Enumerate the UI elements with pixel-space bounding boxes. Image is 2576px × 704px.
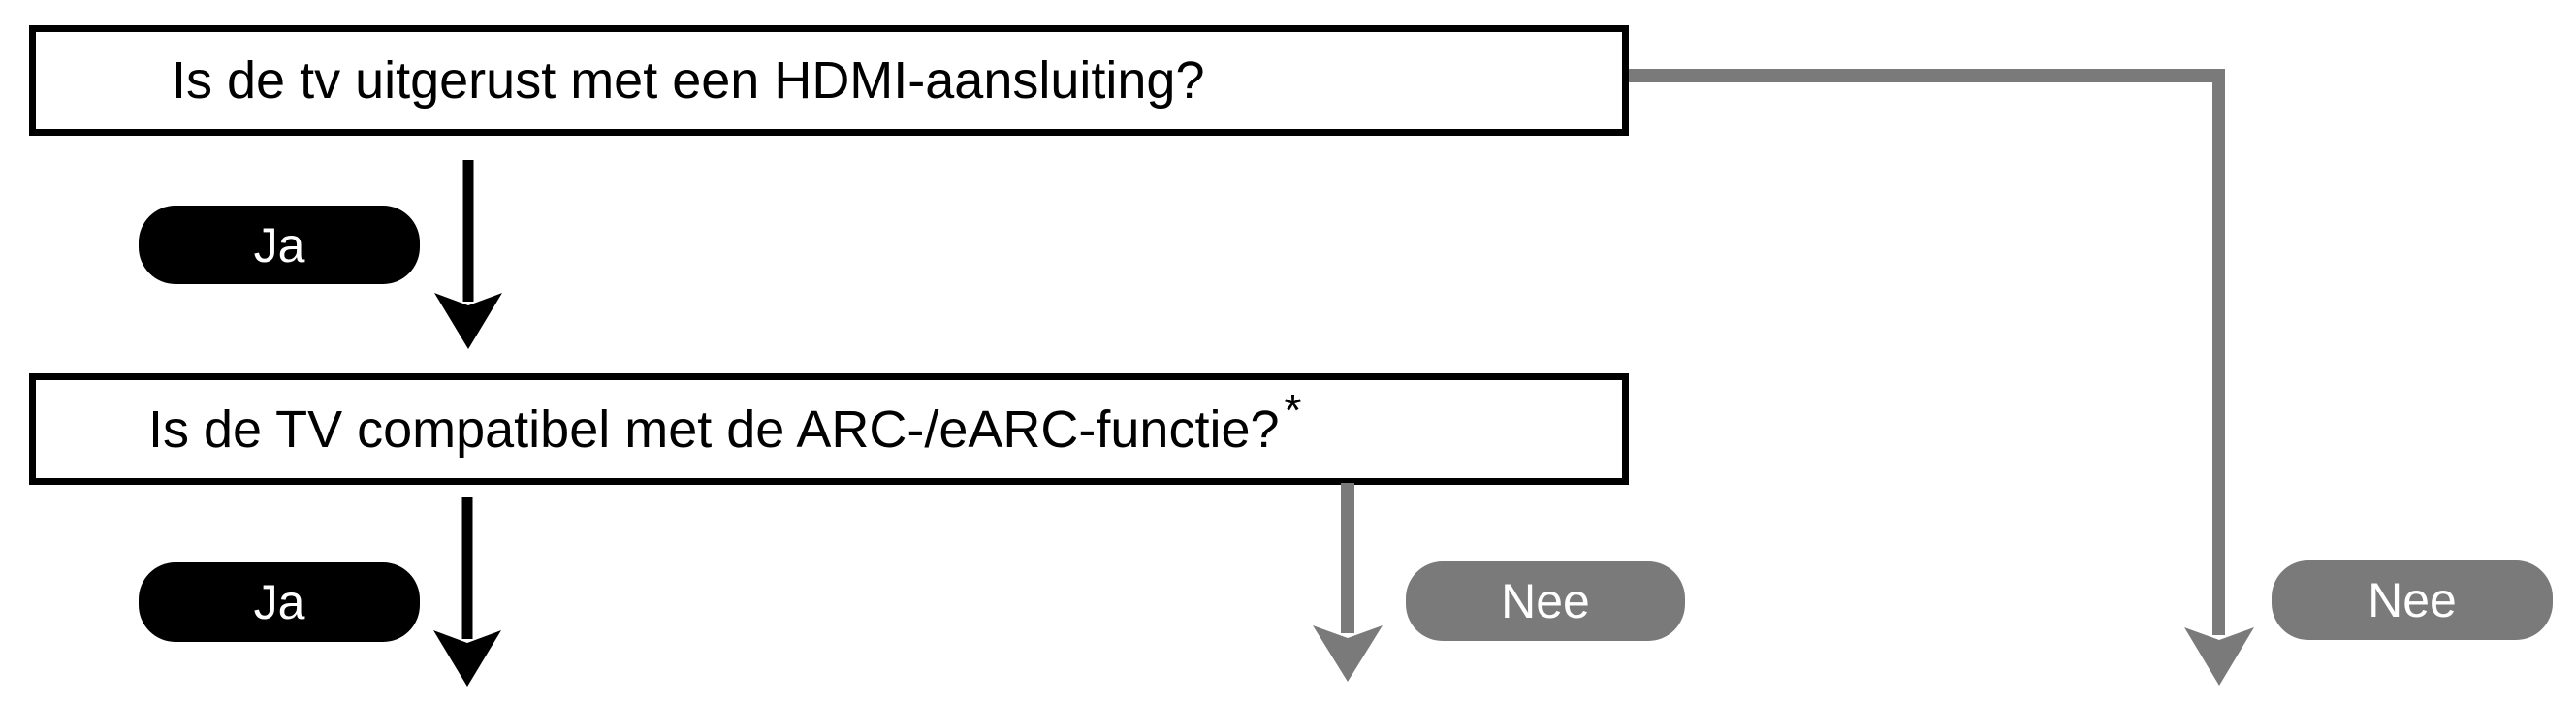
no-down-arrow-icon-middle <box>1313 483 1383 682</box>
yes-badge-1: Ja <box>139 206 420 284</box>
yes-down-arrow-icon-2 <box>433 497 501 687</box>
no-connector-vertical-line <box>2212 69 2225 635</box>
question-text-arc: Is de TV compatibel met de ARC-/eARC-fun… <box>148 400 1280 459</box>
no-down-arrowhead-icon-right <box>2184 627 2254 686</box>
question-text-hdmi: Is de tv uitgerust met een HDMI-aansluit… <box>172 51 1205 110</box>
no-badge-middle: Nee <box>1406 561 1685 641</box>
no-badge-middle-label: Nee <box>1501 574 1590 628</box>
question-box-arc: Is de TV compatibel met de ARC-/eARC-fun… <box>29 373 1629 485</box>
question-box-hdmi: Is de tv uitgerust met een HDMI-aansluit… <box>29 25 1629 136</box>
no-badge-right-label: Nee <box>2368 573 2457 627</box>
yes-badge-1-label: Ja <box>253 217 305 272</box>
no-badge-right: Nee <box>2272 560 2553 640</box>
yes-badge-2-label: Ja <box>253 575 305 629</box>
yes-badge-2: Ja <box>139 562 420 642</box>
footnote-asterisk: * <box>1284 384 1302 435</box>
yes-down-arrow-icon-1 <box>434 160 502 349</box>
no-connector-horizontal-line <box>1629 69 2225 82</box>
